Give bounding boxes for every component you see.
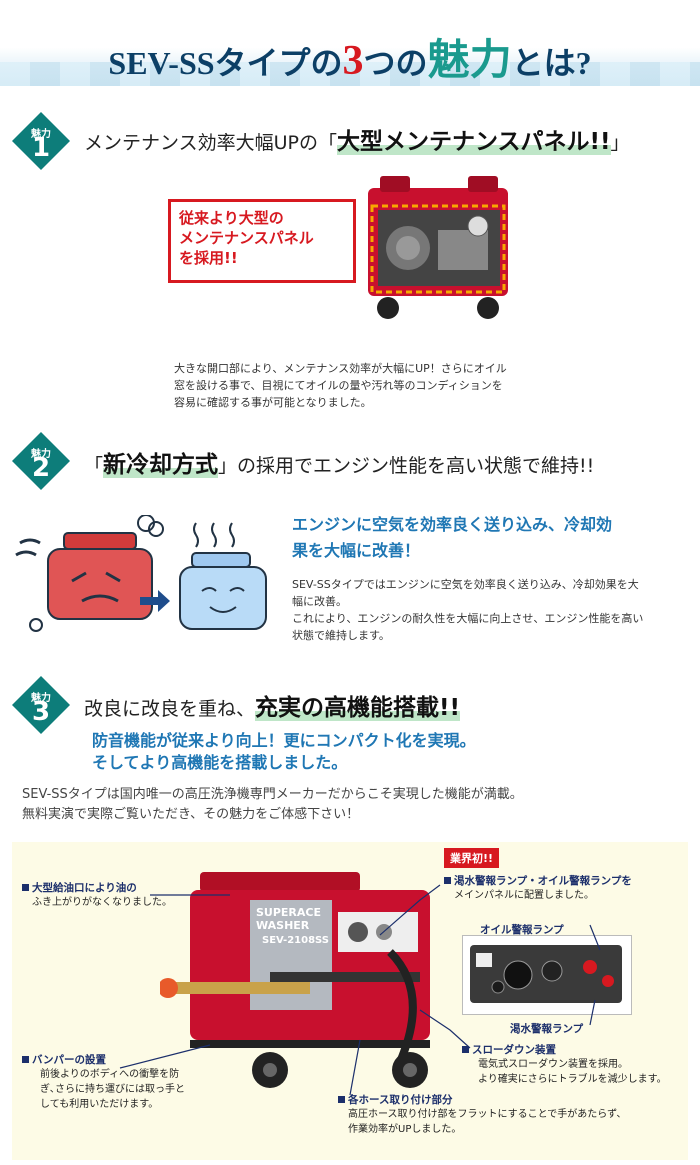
bullet-square-icon: [22, 1056, 29, 1063]
feature-2-badge: 魅力 2: [12, 432, 70, 490]
hero-wave: [0, 62, 700, 86]
feature-3-badge: 魅力 3: [12, 676, 70, 734]
cool-engine-icon: [179, 522, 267, 630]
water-alarm-lamp-label: 渇水警報ランプ: [510, 1023, 584, 1035]
bullet-square-icon: [22, 884, 29, 891]
label-bumper: バンパーの設置 前後よりのボディへの衝撃を防 ぎ､さらに持ち運びには取っ手と し…: [22, 1052, 185, 1112]
machine-model: SEV-2108SS: [262, 935, 329, 946]
machine-brand: SUPERACE WASHER: [256, 906, 322, 932]
control-panel-closeup: [470, 945, 622, 1003]
industry-first-tag: 業界初!!: [444, 848, 500, 868]
cooling-comparison-illustration: [15, 515, 267, 632]
label-fuel-inlet: 大型給油口により油の ふき上がりがなくなりました。: [22, 880, 172, 910]
page-title: SEV-SSタイプの3つの魅力とは?: [108, 38, 592, 84]
feature-3-description: SEV-SSタイプは国内唯一の高圧洗浄機専門メーカーだからこそ実現した機能が満載…: [22, 787, 523, 822]
feature-1-badge: 魅力 1: [12, 112, 70, 170]
label-hose-fitting: 各ホース取り付け部分 高圧ホース取り付け部をフラットにすることで手があたらず、 …: [338, 1092, 626, 1137]
feature-1-description: 大きな開口部により、メンテナンス効率が大幅にUP！さらにオイル 窓を設ける事で、…: [174, 362, 507, 409]
feature-2-heading: 「新冷却方式」の採用でエンジン性能を高い状態で維持!!: [84, 452, 595, 478]
oil-alarm-lamp-label: オイル警報ランプ: [480, 924, 564, 936]
hot-engine-icon: [15, 515, 164, 632]
feature-1-callout: 従来より大型の メンテナンスパネル を採用!!: [168, 199, 356, 283]
feature-3-heading: 改良に改良を重ね、充実の高機能搭載!!: [84, 695, 460, 721]
maintenance-panel-machine-image: [368, 176, 508, 319]
label-slowdown: スローダウン装置 電気式スローダウン装置を採用。 より確実にさらにトラブルを減少…: [462, 1042, 667, 1087]
label-alarm-lamps: 渇水警報ランプ・オイル警報ランプを メインパネルに配置しました。: [444, 873, 632, 903]
washer-machine-image: [160, 872, 430, 1088]
feature-3-lead: 防音機能が従来より向上！更にコンパクト化を実現。 そしてより高機能を搭載しました…: [92, 731, 476, 772]
bullet-square-icon: [462, 1046, 469, 1053]
feature-2-lead: エンジンに空気を効率良く送り込み、冷却効 果を大幅に改善！: [292, 515, 613, 560]
feature-1-heading: メンテナンス効率大幅UPの「大型メンテナンスパネル!!」: [84, 129, 630, 155]
bullet-square-icon: [444, 877, 451, 884]
arrow-right-icon: [140, 590, 170, 612]
bullet-square-icon: [338, 1096, 345, 1103]
feature-2-description: SEV-SSタイプではエンジンに空気を効率良く送り込み、冷却効果を大 幅に改善。…: [292, 578, 644, 642]
